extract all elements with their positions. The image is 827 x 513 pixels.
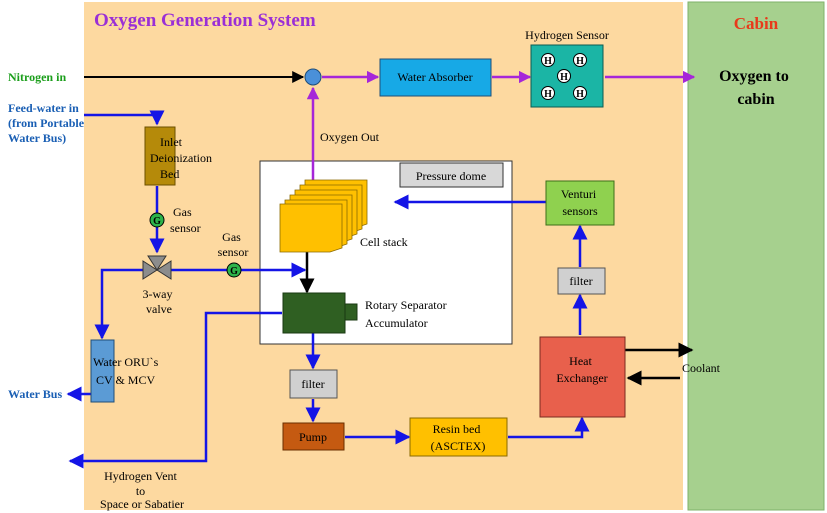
- h-atom-label: H: [544, 56, 552, 67]
- h-atom: [541, 53, 555, 67]
- coolant-label: Coolant: [682, 361, 721, 375]
- water-bus-label: Water Bus: [8, 387, 62, 401]
- venturi-sensors-line: Venturi: [561, 187, 597, 201]
- gas-sensor-1: [149, 212, 165, 228]
- gas-sensor-1-label: Gas sensor: [170, 205, 201, 235]
- gas-sensor-2-symbol: G: [230, 266, 238, 277]
- hydrogen-vent-line: Space or Sabatier: [100, 497, 184, 511]
- h-atom-label: H: [544, 89, 552, 100]
- filter-center-box: [289, 369, 338, 399]
- gas-sensor-2-line: sensor: [218, 245, 249, 259]
- feed-water-line: [84, 110, 165, 126]
- deionization-bed-line: Bed: [160, 167, 179, 181]
- feed-water-line: Feed-water in: [8, 101, 79, 115]
- nitrogen-in-label: Nitrogen in: [8, 70, 66, 84]
- hydrogen-sensor-title: Hydrogen Sensor: [525, 28, 609, 42]
- resin-bed-line: (ASCTEX): [431, 439, 486, 453]
- rotary-separator-label: Rotary Separator Accumulator: [365, 298, 450, 330]
- mixing-junction: [304, 68, 322, 86]
- venturi-sensors-label: Venturi sensors: [561, 187, 599, 218]
- resin-bed-box: [409, 417, 508, 457]
- deionization-bed-line: Inlet: [160, 135, 183, 149]
- gas-sensor-2: [226, 262, 242, 278]
- h-atom: [573, 86, 587, 100]
- water-absorber-box: [379, 58, 492, 97]
- deionization-bed-box: [144, 126, 176, 186]
- rotary-separator-box: [282, 292, 346, 334]
- gas-sensor-1-line: Gas: [173, 205, 192, 219]
- rotary-separator-shaft: [344, 303, 358, 321]
- deionization-bed-line: Deionization: [150, 151, 212, 165]
- deionization-bed-label: Inlet Deionization Bed: [150, 135, 215, 181]
- hydrogen-vent-label: Hydrogen Vent to Space or Sabatier: [100, 469, 184, 511]
- cabin-title: Cabin: [734, 14, 779, 33]
- three-way-valve-line: 3-way: [143, 287, 173, 301]
- water-absorber-label: Water Absorber: [397, 70, 472, 84]
- hydrogen-sensor-symbols: H H H H H: [541, 53, 587, 100]
- h-atom-label: H: [576, 89, 584, 100]
- cabin-region: [687, 1, 825, 511]
- valve-to-oru-line: [94, 268, 146, 340]
- filter-right-label: filter: [569, 274, 592, 288]
- oxygen-to-cabin-line: cabin: [737, 91, 774, 108]
- gas-sensor-2-line: Gas: [222, 230, 241, 244]
- oxygen-out-label: Oxygen Out: [320, 130, 380, 144]
- venturi-sensors-line: sensors: [562, 204, 598, 218]
- resin-to-hx-line: [508, 416, 590, 439]
- system-title: Oxygen Generation System: [94, 10, 316, 31]
- rotary-separator-line: Accumulator: [365, 316, 428, 330]
- cell-stack-label: Cell stack: [360, 235, 408, 249]
- water-oru-box: [90, 339, 115, 403]
- h-atom: [557, 69, 571, 83]
- heat-exchanger-box: [539, 336, 626, 418]
- rotary-separator-line: Rotary Separator: [365, 298, 447, 312]
- filter-center-label: filter: [301, 377, 324, 391]
- h-atom: [573, 53, 587, 67]
- three-way-valve: [142, 255, 172, 280]
- h-atom: [541, 86, 555, 100]
- heat-exchanger-line: Exchanger: [556, 371, 607, 385]
- cell-stack: [279, 179, 368, 253]
- water-oru-label: Water ORU`s CV & MCV: [93, 355, 161, 387]
- oxygen-to-cabin-label: Oxygen to cabin: [719, 68, 793, 108]
- resin-bed-line: Resin bed: [433, 422, 481, 436]
- pressure-dome-label: Pressure dome: [416, 169, 486, 183]
- hydrogen-vent-line: Hydrogen Vent: [104, 469, 177, 483]
- water-oru-line: CV & MCV: [96, 373, 155, 387]
- gas-sensor-2-label: Gas sensor: [218, 230, 249, 259]
- heat-exchanger-line: Heat: [569, 354, 592, 368]
- pump-box: [282, 422, 345, 451]
- h-atom-label: H: [560, 72, 568, 83]
- feed-water-line: (from Portable: [8, 116, 85, 130]
- three-way-valve-label: 3-way valve: [143, 287, 176, 316]
- venturi-sensors-box: [545, 180, 615, 226]
- feed-water-line: Water Bus): [8, 131, 66, 145]
- h-atom-label: H: [576, 56, 584, 67]
- gas-sensor-1-symbol: G: [153, 216, 161, 227]
- pump-label: Pump: [299, 430, 327, 444]
- oxygen-to-cabin-line: Oxygen to: [719, 68, 789, 85]
- feed-water-label: Feed-water in (from Portable Water Bus): [8, 101, 87, 145]
- heat-exchanger-label: Heat Exchanger: [556, 354, 607, 385]
- filter-right-box: [557, 267, 606, 295]
- water-oru-line: Water ORU`s: [93, 355, 159, 369]
- resin-bed-label: Resin bed (ASCTEX): [431, 422, 486, 453]
- hydrogen-vent-line: to: [136, 484, 145, 498]
- pressure-dome-label-box: [399, 162, 504, 188]
- three-way-valve-line: valve: [146, 302, 172, 316]
- gas-sensor-1-line: sensor: [170, 221, 201, 235]
- hydrogen-vent-line: [68, 311, 282, 469]
